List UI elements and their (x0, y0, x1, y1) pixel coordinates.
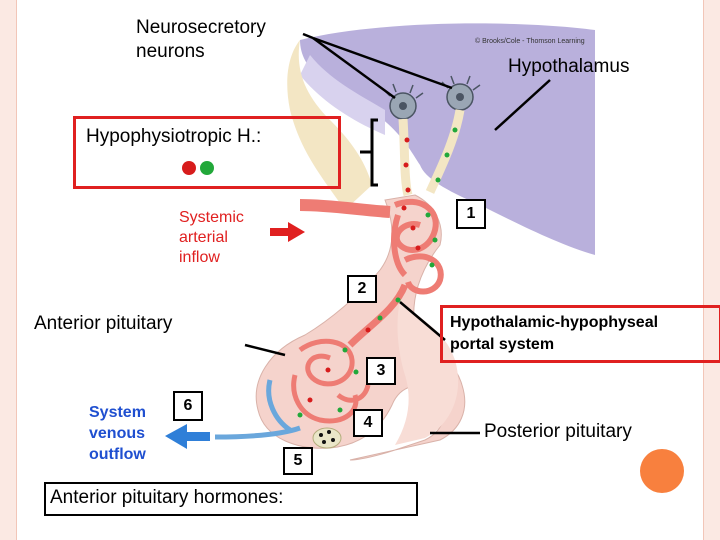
leader-lines (244, 32, 551, 435)
bracket (360, 118, 378, 187)
neuron-axon-left (398, 118, 413, 197)
anterior-hormones-label: Anterior pituitary hormones: (50, 487, 284, 508)
portal-system-label: Hypothalamic-hypophyseal portal system (450, 312, 658, 356)
step-2-box: 2 (347, 275, 377, 303)
systemic-line2: arterial (179, 229, 228, 246)
venous-line1: System (89, 404, 146, 421)
anterior-pituitary-label: Anterior pituitary (34, 313, 173, 334)
hypophysiotropic-highlight (73, 116, 341, 189)
step-4-box: 4 (353, 409, 383, 437)
step-3-box: 3 (366, 357, 396, 385)
secondary-capillary-plexus (291, 338, 371, 424)
venous-outflow-label: System venous outflow (89, 402, 146, 465)
step-6-box: 6 (173, 391, 203, 421)
step-5-box: 5 (283, 447, 313, 475)
posterior-lobe-shape (395, 300, 459, 445)
neurosecretory-line1: Neurosecretory (136, 17, 266, 38)
venous-line3: outflow (89, 446, 146, 463)
systemic-artery (299, 199, 391, 218)
posterior-pituitary-label: Posterior pituitary (484, 421, 632, 442)
secreted-hormone-cluster (312, 427, 342, 449)
systemic-inflow-label: Systemic arterial inflow (179, 208, 244, 268)
portal-line1: Hypothalamic-hypophyseal (450, 314, 659, 331)
anterior-hormones-box: Anterior pituitary hormones: (44, 482, 418, 516)
orange-circle-decoration (640, 449, 684, 493)
venous-line2: venous (89, 425, 146, 442)
brain-tissue-shape (287, 40, 372, 210)
frame-left-line (16, 0, 17, 540)
neurosecretory-label: Neurosecretory neurons (136, 16, 266, 64)
hypophysiotropic-label: Hypophysiotropic H.: (86, 126, 262, 147)
neuron-cell-left (383, 83, 424, 120)
arterial-arrow-icon (270, 222, 305, 242)
hypothalamus-label: Hypothalamus (508, 56, 630, 77)
green-hormone-icon (200, 161, 214, 175)
venous-arrow-icon (165, 424, 210, 449)
systemic-line1: Systemic (179, 209, 244, 226)
red-hormone-dots (307, 137, 421, 403)
frame-right-line (703, 0, 704, 540)
frame-left-border (0, 0, 16, 540)
hypothalamus-light (300, 55, 385, 135)
systemic-line3: inflow (179, 249, 220, 266)
credit-text: © Brooks/Cole - Thomson Learning (475, 38, 585, 45)
step-1-box: 1 (456, 199, 486, 229)
primary-capillary-plexus (391, 198, 444, 295)
green-hormone-dots (297, 127, 458, 418)
frame-right-border (704, 0, 720, 540)
venous-outflow (214, 379, 301, 440)
neurosecretory-line2: neurons (136, 41, 205, 62)
portal-line2: portal system (450, 336, 555, 353)
red-hormone-icon (182, 161, 196, 175)
